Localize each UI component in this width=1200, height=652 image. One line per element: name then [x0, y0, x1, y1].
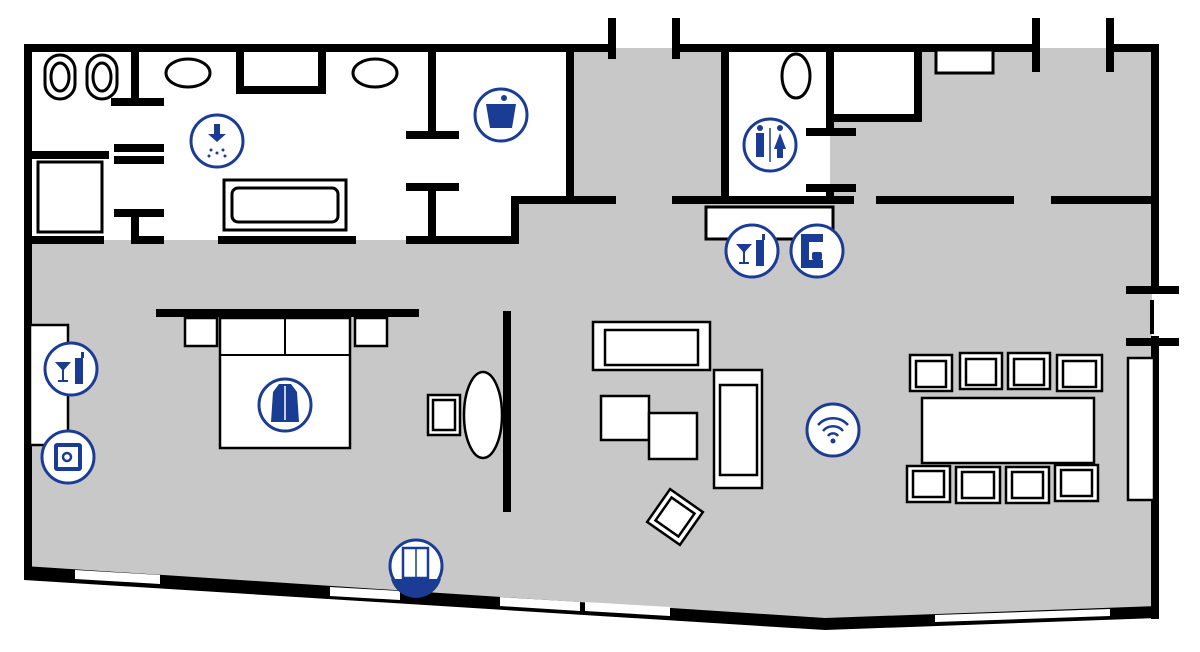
- interior-walls: [26, 44, 1159, 512]
- minibar-icon: [724, 223, 780, 279]
- coffee-machine-icon: [789, 223, 845, 279]
- closet-area: [832, 48, 918, 116]
- furniture: [28, 316, 1156, 547]
- ice-bucket-icon: [473, 87, 529, 143]
- restroom-icon: [742, 117, 798, 173]
- minibar-icon: [43, 341, 99, 397]
- wifi-icon: [805, 402, 861, 458]
- dining-chairs: [905, 351, 1104, 505]
- outer-walls: [24, 18, 1179, 630]
- bathrobe-icon: [257, 377, 313, 433]
- fixtures: [36, 48, 995, 241]
- shower-icon: [189, 113, 245, 169]
- floor-area: [30, 48, 1152, 620]
- safe-icon: [40, 429, 96, 485]
- balcony-door-icon: [388, 538, 444, 598]
